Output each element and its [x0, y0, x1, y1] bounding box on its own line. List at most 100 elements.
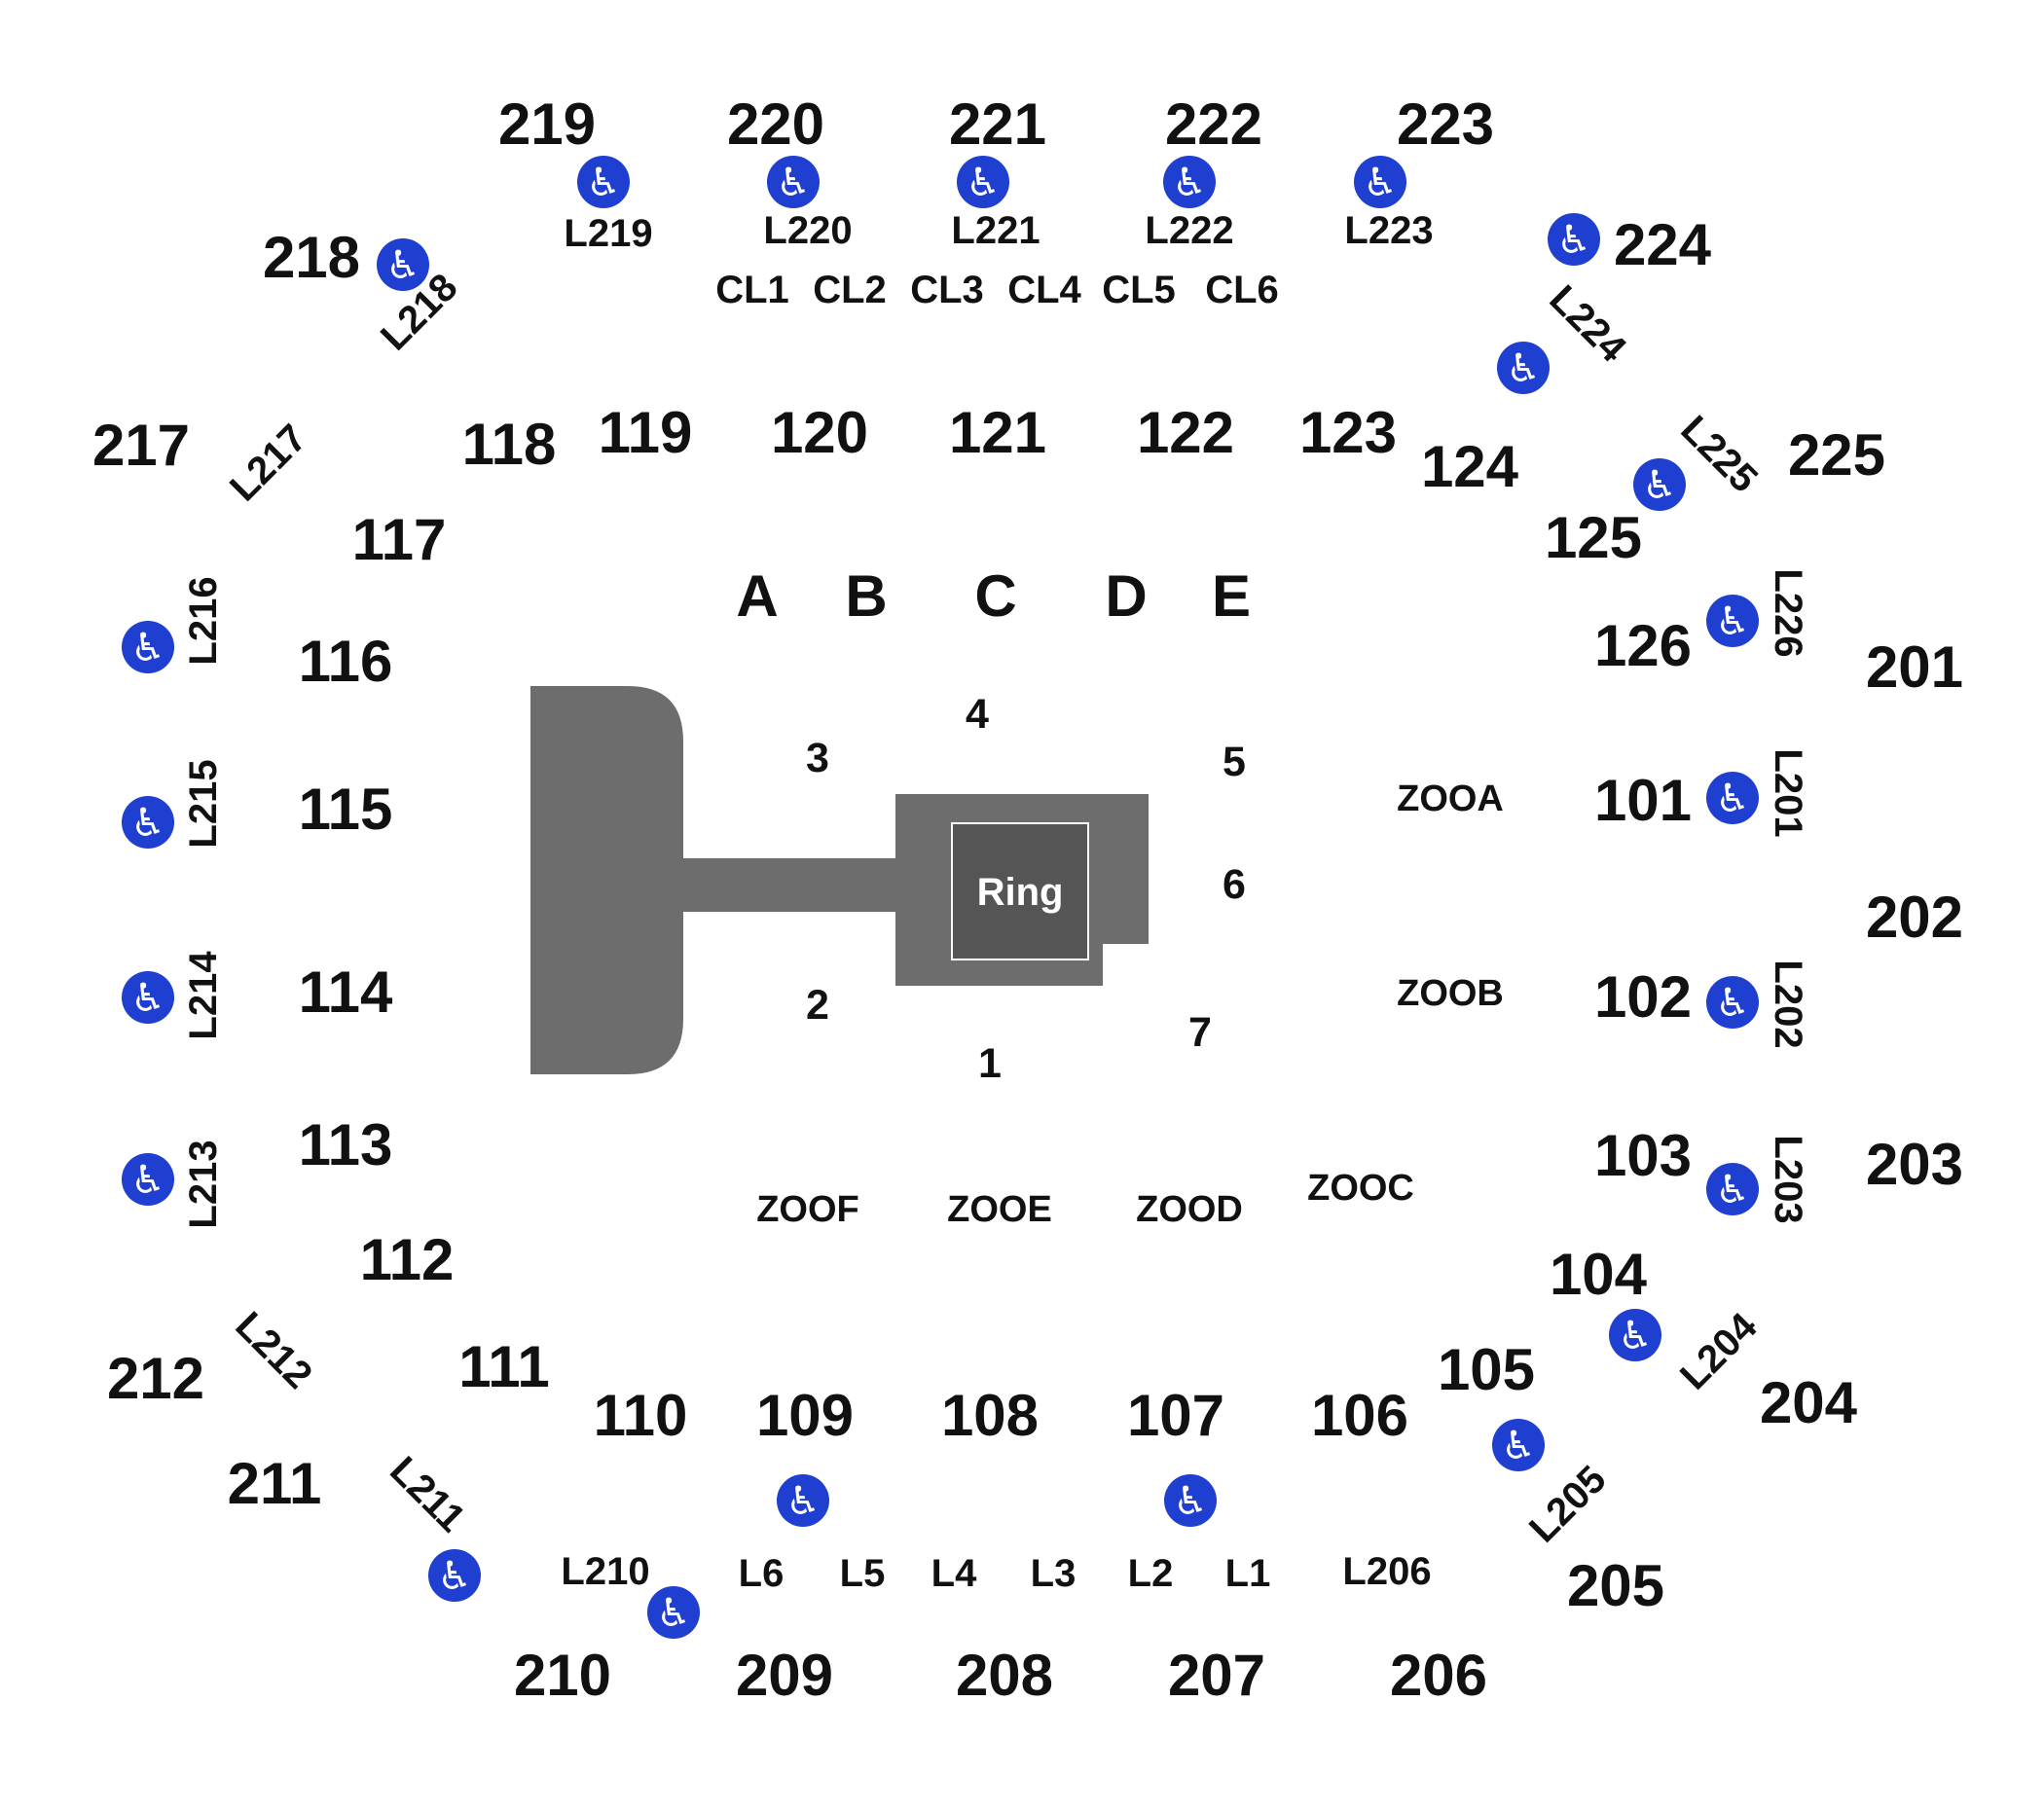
section-120[interactable]: 120: [771, 400, 868, 465]
loge-l213[interactable]: L213: [182, 1140, 225, 1228]
section-126[interactable]: 126: [1594, 613, 1692, 678]
section-206[interactable]: 206: [1390, 1643, 1487, 1708]
section-220[interactable]: 220: [727, 91, 824, 157]
wheelchair-accessible-icon[interactable]: ♿: [1633, 458, 1686, 511]
section-205[interactable]: 205: [1567, 1553, 1664, 1618]
wheelchair-accessible-icon[interactable]: ♿: [122, 1153, 174, 1206]
zone-zoof[interactable]: ZOOF: [756, 1189, 859, 1230]
section-115[interactable]: 115: [299, 777, 393, 842]
loge-l205[interactable]: L205: [1521, 1458, 1615, 1551]
wheelchair-accessible-icon[interactable]: ♿: [1497, 342, 1550, 394]
loge-l215[interactable]: L215: [182, 759, 225, 848]
wheelchair-accessible-icon[interactable]: ♿: [777, 1474, 829, 1527]
club-box-cl4[interactable]: CL4: [1007, 269, 1081, 311]
wheelchair-accessible-icon[interactable]: ♿: [1163, 156, 1216, 208]
loge-l210[interactable]: L210: [561, 1550, 649, 1593]
wheelchair-accessible-icon[interactable]: ♿: [1164, 1474, 1217, 1527]
loge-l2[interactable]: L2: [1128, 1552, 1174, 1595]
section-123[interactable]: 123: [1299, 400, 1397, 465]
loge-l6[interactable]: L6: [739, 1552, 785, 1595]
loge-l5[interactable]: L5: [840, 1552, 886, 1595]
loge-l212[interactable]: L212: [227, 1304, 320, 1397]
wheelchair-accessible-icon[interactable]: ♿: [1609, 1309, 1661, 1361]
wheelchair-accessible-icon[interactable]: ♿: [957, 156, 1009, 208]
section-102[interactable]: 102: [1594, 964, 1692, 1030]
club-box-cl2[interactable]: CL2: [813, 269, 887, 311]
zone-zooc[interactable]: ZOOC: [1307, 1168, 1414, 1209]
loge-l219[interactable]: L219: [564, 212, 652, 255]
wheelchair-accessible-icon[interactable]: ♿: [1706, 1163, 1759, 1215]
club-box-cl5[interactable]: CL5: [1102, 269, 1176, 311]
zone-zooe[interactable]: ZOOE: [947, 1189, 1052, 1230]
ring[interactable]: [951, 822, 1089, 960]
section-122[interactable]: 122: [1137, 400, 1234, 465]
wheelchair-accessible-icon[interactable]: ♿: [647, 1586, 700, 1639]
wheelchair-accessible-icon[interactable]: ♿: [1354, 156, 1406, 208]
loge-l1[interactable]: L1: [1225, 1552, 1271, 1595]
floor-section-3[interactable]: 3: [806, 735, 829, 781]
floor-section-a[interactable]: A: [736, 563, 778, 629]
loge-l3[interactable]: L3: [1031, 1552, 1077, 1595]
section-202[interactable]: 202: [1866, 885, 1963, 950]
section-221[interactable]: 221: [949, 91, 1046, 157]
floor-section-b[interactable]: B: [845, 563, 887, 629]
wheelchair-accessible-icon[interactable]: ♿: [1706, 976, 1759, 1029]
floor-section-c[interactable]: C: [974, 563, 1016, 629]
loge-l224[interactable]: L224: [1541, 277, 1634, 371]
section-114[interactable]: 114: [299, 959, 393, 1025]
section-212[interactable]: 212: [107, 1346, 204, 1411]
section-101[interactable]: 101: [1594, 768, 1692, 833]
loge-l220[interactable]: L220: [763, 209, 852, 252]
loge-l225[interactable]: L225: [1672, 408, 1766, 501]
floor-section-4[interactable]: 4: [966, 691, 989, 738]
loge-l221[interactable]: L221: [951, 209, 1040, 252]
section-109[interactable]: 109: [756, 1383, 854, 1448]
section-223[interactable]: 223: [1397, 91, 1494, 157]
wheelchair-accessible-icon[interactable]: ♿: [1492, 1419, 1545, 1471]
loge-l202[interactable]: L202: [1767, 959, 1809, 1048]
club-box-cl3[interactable]: CL3: [910, 269, 984, 311]
loge-l4[interactable]: L4: [931, 1552, 977, 1595]
section-110[interactable]: 110: [594, 1383, 688, 1448]
section-111[interactable]: 111: [458, 1334, 550, 1399]
section-211[interactable]: 211: [228, 1451, 322, 1516]
section-224[interactable]: 224: [1614, 212, 1712, 277]
section-222[interactable]: 222: [1165, 91, 1262, 157]
section-207[interactable]: 207: [1168, 1643, 1265, 1708]
section-105[interactable]: 105: [1438, 1337, 1535, 1402]
section-225[interactable]: 225: [1788, 422, 1885, 488]
loge-l222[interactable]: L222: [1145, 209, 1233, 252]
zone-zood[interactable]: ZOOD: [1136, 1189, 1243, 1230]
section-117[interactable]: 117: [352, 507, 447, 572]
floor-section-2[interactable]: 2: [806, 982, 829, 1029]
loge-l226[interactable]: L226: [1767, 568, 1809, 657]
section-125[interactable]: 125: [1545, 505, 1642, 570]
section-113[interactable]: 113: [299, 1112, 393, 1177]
wheelchair-accessible-icon[interactable]: ♿: [1706, 595, 1759, 647]
section-106[interactable]: 106: [1311, 1383, 1408, 1448]
section-118[interactable]: 118: [462, 412, 557, 477]
wheelchair-accessible-icon[interactable]: ♿: [122, 971, 174, 1024]
wheelchair-accessible-icon[interactable]: ♿: [1706, 772, 1759, 824]
floor-section-d[interactable]: D: [1105, 563, 1147, 629]
zone-zoob[interactable]: ZOOB: [1397, 973, 1504, 1014]
section-203[interactable]: 203: [1866, 1132, 1963, 1197]
loge-l204[interactable]: L204: [1672, 1304, 1766, 1397]
section-210[interactable]: 210: [514, 1643, 611, 1708]
loge-l201[interactable]: L201: [1767, 748, 1809, 837]
loge-l223[interactable]: L223: [1344, 209, 1433, 252]
section-124[interactable]: 124: [1421, 434, 1519, 499]
section-104[interactable]: 104: [1550, 1242, 1648, 1307]
section-107[interactable]: 107: [1127, 1383, 1224, 1448]
floor-section-1[interactable]: 1: [978, 1040, 1002, 1087]
loge-l206[interactable]: L206: [1342, 1550, 1431, 1593]
floor-section-6[interactable]: 6: [1223, 861, 1246, 908]
loge-l214[interactable]: L214: [182, 951, 225, 1040]
club-box-cl1[interactable]: CL1: [715, 269, 789, 311]
section-112[interactable]: 112: [360, 1227, 455, 1292]
wheelchair-accessible-icon[interactable]: ♿: [377, 238, 429, 291]
section-209[interactable]: 209: [736, 1643, 833, 1708]
section-204[interactable]: 204: [1760, 1370, 1858, 1435]
section-119[interactable]: 119: [599, 400, 693, 465]
section-116[interactable]: 116: [299, 629, 393, 694]
